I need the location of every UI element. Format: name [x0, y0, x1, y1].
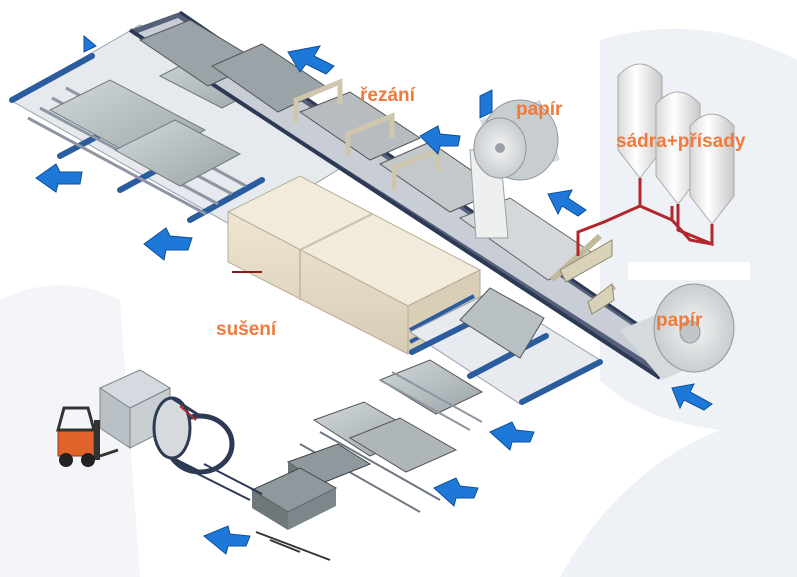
feed-pipes: [576, 178, 714, 256]
paper-bottom-label: papír: [656, 310, 703, 331]
flow-arrow-icon: [287, 45, 335, 75]
label-background: [628, 262, 750, 280]
flow-arrow-icon: [547, 189, 587, 217]
silo-icon: [617, 63, 735, 225]
flow-arrow-icon: [671, 383, 713, 411]
paper-roll-icon: [620, 283, 735, 380]
cutting-label: řezání: [360, 85, 415, 106]
stacking-area: [250, 401, 458, 561]
flow-arrow-icon: [419, 125, 461, 155]
flow-arrow-icon: [489, 421, 535, 451]
paper-top-label: papír: [516, 99, 563, 120]
flow-arrow-icon: [479, 89, 493, 119]
forming-plates: [559, 239, 615, 315]
gypsum-additives-label: sádra+přísady: [616, 131, 746, 152]
flow-arrow-icon: [143, 227, 193, 261]
wrapping-station: [98, 369, 263, 501]
post-dryer-conveyor: [378, 287, 603, 431]
drying-label: sušení: [216, 319, 277, 340]
flow-arrow-icon: [203, 525, 251, 555]
flow-arrows: [35, 34, 713, 555]
flow-arrow-icon: [35, 163, 83, 193]
flow-arrow-icon: [83, 34, 97, 53]
flow-arrow-icon: [433, 477, 479, 507]
paper-roll-icon: [473, 99, 560, 181]
forklift-icon: [56, 406, 119, 467]
